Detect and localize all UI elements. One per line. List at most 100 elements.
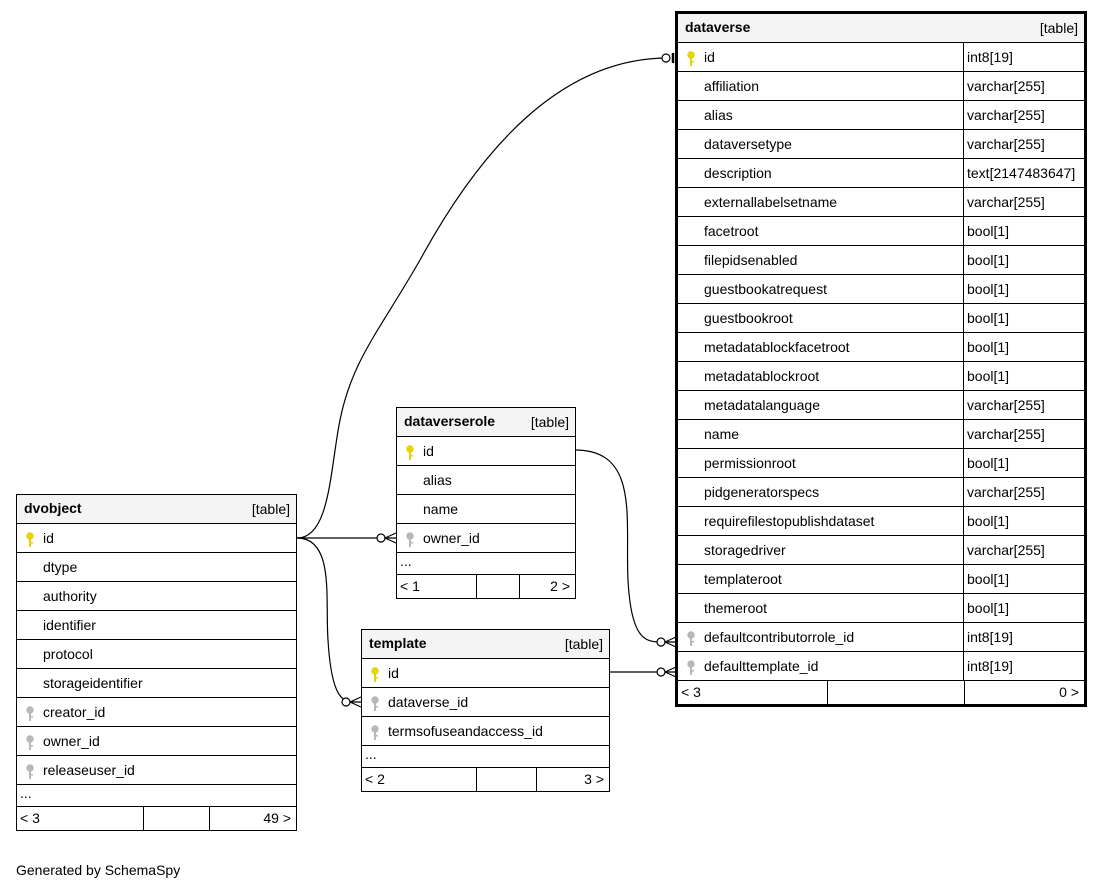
column-name: id xyxy=(704,49,715,65)
table-name: template xyxy=(369,635,427,651)
column-row-storageidentifier[interactable]: storageidentifier xyxy=(17,669,296,698)
column-row-dtype[interactable]: dtype xyxy=(17,553,296,582)
zero-many-marker xyxy=(341,697,351,707)
column-name: guestbookroot xyxy=(704,310,793,326)
column-name: protocol xyxy=(43,646,93,662)
column-name: alias xyxy=(704,107,733,123)
table-nav: < 2 3 > xyxy=(362,768,609,791)
column-name: themeroot xyxy=(704,600,768,616)
column-name: requirefilestopublishdataset xyxy=(704,513,875,529)
table-header: dataverserole [table] xyxy=(397,408,575,437)
column-row-metadatablockroot[interactable]: metadatablockroot bool[1] xyxy=(678,362,1084,391)
crowfoot-marker xyxy=(664,666,677,678)
column-name: dataverse_id xyxy=(388,694,469,710)
table-dataverserole[interactable]: dataverserole [table] id alias name owner_i… xyxy=(396,407,576,599)
column-type: bool[1] xyxy=(967,368,1010,384)
crowfoot-marker xyxy=(349,696,362,708)
column-name: owner_id xyxy=(423,530,480,546)
column-row-authority[interactable]: authority xyxy=(17,582,296,611)
column-type: bool[1] xyxy=(967,455,1010,471)
nav-next-link[interactable]: 2 > xyxy=(550,578,570,594)
column-row-guestbookroot[interactable]: guestbookroot bool[1] xyxy=(678,304,1084,333)
column-row-defaultcontributorrole_id[interactable]: defaultcontributorrole_id int8[19] xyxy=(678,623,1084,652)
column-row-protocol[interactable]: protocol xyxy=(17,640,296,669)
column-type: int8[19] xyxy=(967,658,1013,674)
column-row-id[interactable]: id xyxy=(397,437,575,466)
column-name: description xyxy=(704,165,772,181)
column-name: metadatablockroot xyxy=(704,368,820,384)
column-name: pidgeneratorspecs xyxy=(704,484,820,500)
table-type: [table] xyxy=(530,414,569,430)
column-row-owner_id[interactable]: owner_id xyxy=(17,727,296,756)
foreign-key-icon xyxy=(26,706,34,721)
column-row-id[interactable]: id xyxy=(17,524,296,553)
column-type: bool[1] xyxy=(967,513,1010,529)
column-name: storageidentifier xyxy=(43,675,143,691)
column-type: varchar[255] xyxy=(967,426,1045,442)
column-row-identifier[interactable]: identifier xyxy=(17,611,296,640)
column-row-creator_id[interactable]: creator_id xyxy=(17,698,296,727)
column-name: metadatablockfacetroot xyxy=(704,339,850,355)
table-nav: < 1 2 > xyxy=(397,575,575,598)
nav-next-link[interactable]: 49 > xyxy=(263,810,291,826)
column-row-name[interactable]: name xyxy=(397,495,575,524)
table-type: [table] xyxy=(1039,20,1078,36)
nav-prev-link[interactable]: < 2 xyxy=(365,771,385,787)
crowfoot-marker xyxy=(664,636,677,648)
nav-next-link[interactable]: 0 > xyxy=(1059,684,1079,700)
column-row-termsofuseandaccess_id[interactable]: termsofuseandaccess_id xyxy=(362,717,609,746)
column-type: varchar[255] xyxy=(967,136,1045,152)
nav-prev-link[interactable]: < 1 xyxy=(400,578,420,594)
column-row-id[interactable]: id xyxy=(362,659,609,688)
table-name: dataverse xyxy=(685,19,751,35)
column-name: termsofuseandaccess_id xyxy=(388,723,543,739)
column-type: bool[1] xyxy=(967,310,1010,326)
column-type: int8[19] xyxy=(967,629,1013,645)
column-row-releaseuser_id[interactable]: releaseuser_id xyxy=(17,756,296,785)
column-name: id xyxy=(423,443,434,459)
column-row-requirefilestopublishdataset[interactable]: requirefilestopublishdataset bool[1] xyxy=(678,507,1084,536)
column-type: bool[1] xyxy=(967,281,1010,297)
column-row-owner_id[interactable]: owner_id xyxy=(397,524,575,553)
column-name: externallabelsetname xyxy=(704,194,838,210)
nav-prev-link[interactable]: < 3 xyxy=(681,684,701,700)
foreign-key-icon xyxy=(687,631,695,646)
column-row-dataverse_id[interactable]: dataverse_id xyxy=(362,688,609,717)
column-type: varchar[255] xyxy=(967,397,1045,413)
column-row-metadatablockfacetroot[interactable]: metadatablockfacetroot bool[1] xyxy=(678,333,1084,362)
nav-prev-link[interactable]: < 3 xyxy=(20,810,40,826)
column-row-alias[interactable]: alias xyxy=(397,466,575,495)
link-dvobject-template xyxy=(296,537,353,703)
nav-next-link[interactable]: 3 > xyxy=(584,771,604,787)
link-dataverserole-dataverse xyxy=(574,449,661,643)
column-name: alias xyxy=(423,472,452,488)
more-columns: ... xyxy=(17,785,296,807)
column-type: varchar[255] xyxy=(967,78,1045,94)
zero-many-marker xyxy=(376,533,386,543)
column-type: bool[1] xyxy=(967,339,1010,355)
column-name: defaultcontributorrole_id xyxy=(704,629,855,645)
column-name: owner_id xyxy=(43,733,100,749)
